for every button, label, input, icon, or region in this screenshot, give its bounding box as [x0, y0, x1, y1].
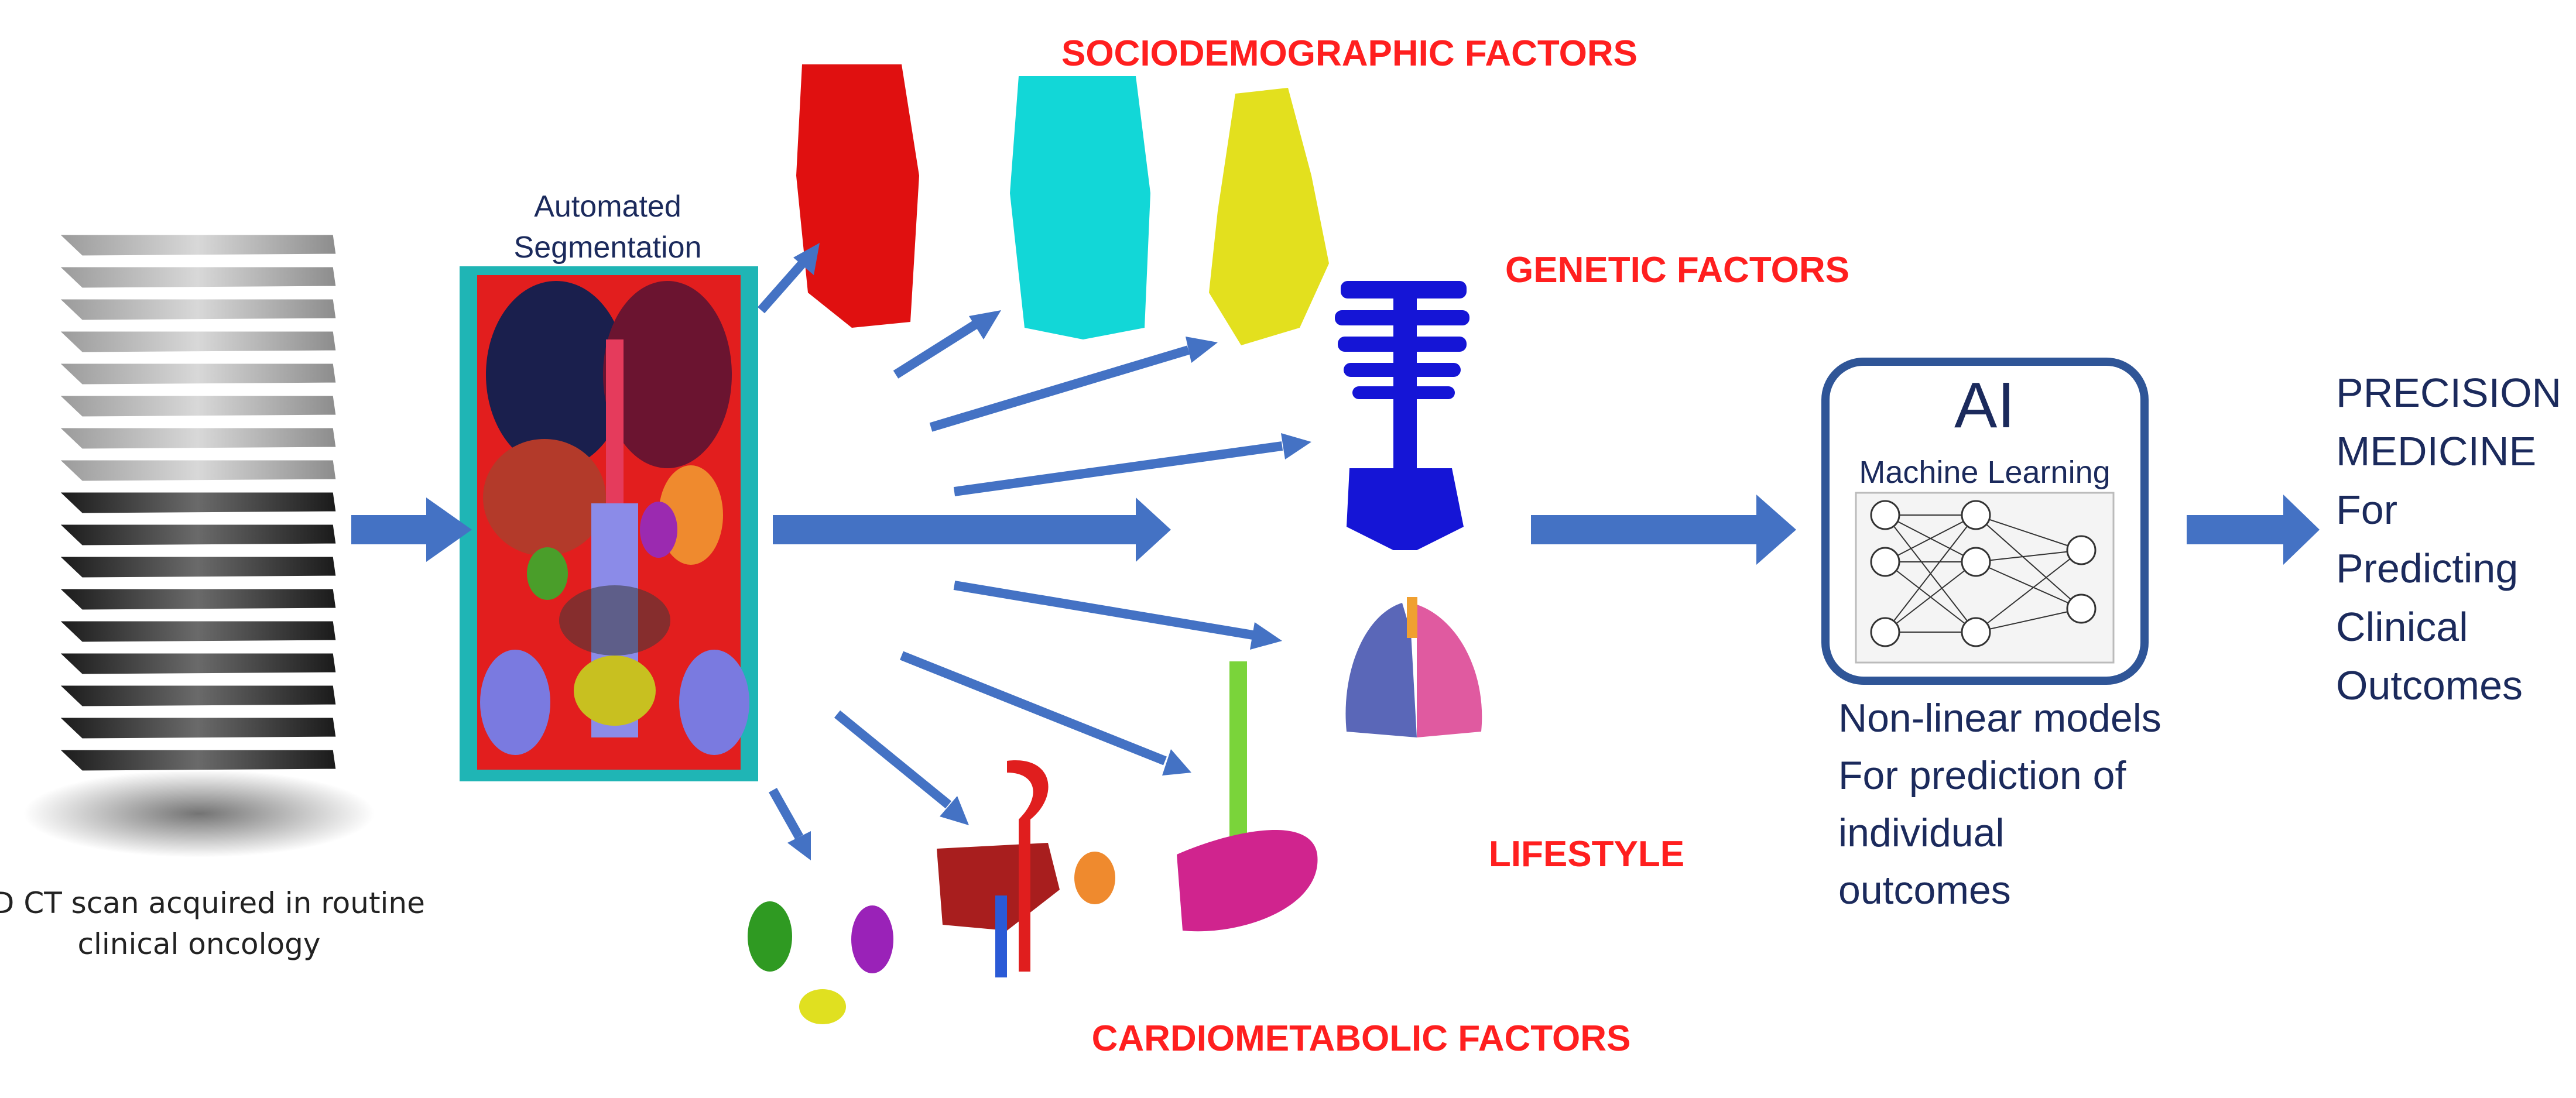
neuron-node — [1870, 547, 1900, 577]
arrow-ai-to-precision — [2187, 495, 2320, 565]
ct-slice — [56, 426, 338, 451]
kidneys-model-image — [748, 901, 893, 1024]
radial-arrows — [758, 243, 1311, 860]
ct-slice — [56, 523, 338, 547]
neuron-node — [2066, 535, 2097, 565]
ct-slice — [56, 555, 338, 579]
neuron-node — [1870, 500, 1900, 530]
ct-slice — [56, 297, 338, 322]
red-body-model-image — [796, 64, 919, 328]
ct-slice — [56, 458, 338, 483]
yellow-fat-model-image — [1209, 88, 1329, 345]
ct-slice — [56, 587, 338, 612]
segmented-torso-image — [460, 266, 758, 781]
arrow-segmentation-to-features — [773, 497, 1171, 562]
precision-line5: Clinical — [2336, 604, 2468, 650]
precision-line2: MEDICINE — [2336, 428, 2536, 474]
ct-slice — [56, 716, 338, 740]
ct-slice — [56, 748, 338, 773]
neuron-node — [1961, 500, 1991, 530]
segmentation-label-line1: Automated — [534, 190, 681, 224]
arrow-ct-to-segmentation — [351, 497, 472, 562]
arrow-features-to-ai — [1531, 495, 1796, 565]
neuron-node — [1961, 547, 1991, 577]
cardiometabolic-factors-label: CARDIOMETABOLIC FACTORS — [1092, 1018, 1631, 1059]
ct-slice — [56, 265, 338, 290]
main-flow-arrows — [351, 495, 2320, 565]
lungs-model-image — [1345, 597, 1482, 737]
ct-slice — [56, 394, 338, 418]
segmentation-label-line2: Segmentation — [514, 231, 702, 265]
ct-slice — [56, 651, 338, 676]
ai-title: AI — [1954, 369, 2015, 441]
neuron-node — [1870, 617, 1900, 647]
nonlinear-line3: individual — [1838, 811, 2005, 855]
precision-line3: For — [2336, 487, 2397, 533]
lifestyle-label: LIFESTYLE — [1489, 834, 1684, 874]
ct-caption-line1: 3D CT scan acquired in routine — [0, 886, 425, 920]
liver-aorta-model-image — [937, 760, 1115, 977]
nonlinear-line2: For prediction of — [1838, 753, 2126, 798]
neural-network-icon — [1855, 492, 2115, 664]
precision-line1: PRECISION — [2336, 370, 2561, 416]
ct-slice — [56, 684, 338, 708]
genetic-factors-label: GENETIC FACTORS — [1505, 250, 1849, 290]
nonlinear-line4: outcomes — [1838, 868, 2011, 912]
blue-skeleton-model-image — [1335, 281, 1469, 550]
neuron-node — [2066, 593, 2097, 624]
airway-intestine-model-image — [1177, 661, 1318, 932]
precision-line6: Outcomes — [2336, 663, 2523, 708]
sociodemographic-factors-label: SOCIODEMOGRAPHIC FACTORS — [1061, 33, 1638, 74]
ct-caption-line2: clinical oncology — [78, 927, 321, 961]
ct-slice-stack-image — [23, 233, 375, 857]
ct-slice — [56, 619, 338, 644]
ct-slice — [56, 362, 338, 386]
precision-line4: Predicting — [2336, 545, 2518, 591]
ct-slice — [56, 330, 338, 354]
ct-slice — [56, 490, 338, 515]
cyan-skin-model-image — [1010, 76, 1150, 339]
ct-slice — [56, 233, 338, 258]
neuron-node — [1961, 617, 1991, 647]
ai-model-box: AI Machine Learning — [1821, 358, 2149, 685]
ai-subtitle: Machine Learning — [1859, 455, 2110, 490]
nonlinear-line1: Non-linear models — [1838, 696, 2161, 740]
